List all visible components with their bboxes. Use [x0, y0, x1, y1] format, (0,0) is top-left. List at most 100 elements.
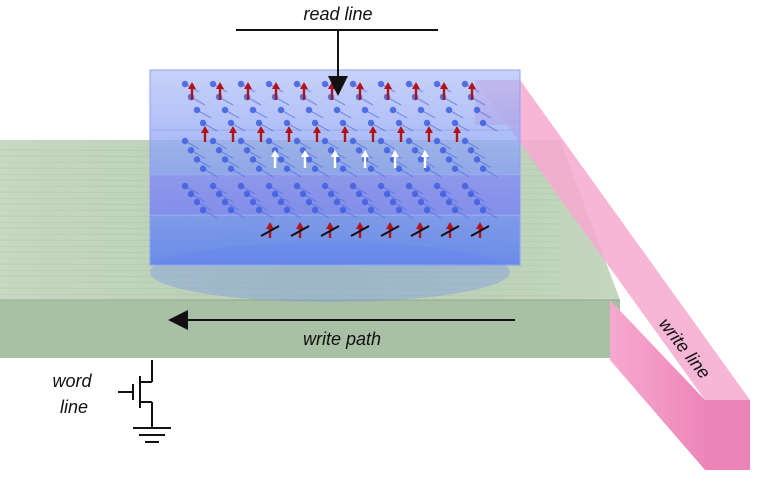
lattice-atom [215, 147, 223, 154]
lattice-atom [249, 198, 257, 206]
spin-bottom-red-head [386, 222, 394, 229]
lattice-atom [361, 106, 369, 114]
spin-tilt-black [350, 225, 370, 237]
lattice-atom [467, 147, 475, 154]
lattice-atom [237, 182, 245, 190]
lattice-atom [293, 137, 301, 145]
ground-icon [133, 427, 171, 443]
lattice-atom [305, 198, 313, 206]
lattice-atom [367, 165, 375, 172]
lattice-atom [395, 119, 403, 127]
lattice-atom [249, 156, 257, 163]
spin-up-red-head [313, 126, 321, 133]
lattice-atom [405, 80, 413, 88]
lattice-atom [333, 198, 341, 206]
texture-streak [0, 299, 561, 303]
lattice-atom [367, 119, 375, 127]
lattice-atom [461, 182, 469, 190]
lattice-atom [311, 119, 319, 127]
lattice-atom [265, 182, 273, 190]
spin-up-red-head [188, 82, 196, 89]
lattice-atom [383, 190, 391, 198]
lattice-atom [193, 106, 201, 114]
lattice-atom [417, 156, 425, 163]
lattice-atom [479, 206, 487, 214]
spin-white-head [331, 150, 339, 157]
spin-up-red-head [285, 126, 293, 133]
lattice-atom [255, 206, 263, 214]
lattice-atom [293, 182, 301, 190]
spin-up-red-head [341, 126, 349, 133]
lattice-atom [215, 190, 223, 198]
lattice-atom [305, 156, 313, 163]
lattice-atom [451, 206, 459, 214]
lattice-atom [433, 137, 441, 145]
spin-white-head [301, 150, 309, 157]
lattice-atom [193, 198, 201, 206]
lattice-atom [227, 165, 235, 172]
lattice-atom [283, 119, 291, 127]
lattice-atom [339, 165, 347, 172]
lattice-atom [423, 206, 431, 214]
lattice-atom [461, 137, 469, 145]
lattice-atom [243, 190, 251, 198]
lattice-atom [311, 206, 319, 214]
spin-up-red-head [440, 82, 448, 89]
spin-up-red-head [300, 82, 308, 89]
spin-bottom-red-head [356, 222, 364, 229]
spin-up-red-head [229, 126, 237, 133]
spin-up-red-head [412, 82, 420, 89]
lattice-atom [367, 206, 375, 214]
lattice-atom [417, 106, 425, 114]
spin-bottom-red-head [266, 222, 274, 229]
spin-up-red-head [356, 82, 364, 89]
lattice-atom [405, 182, 413, 190]
spin-tilt-black [260, 225, 280, 237]
lattice-atom [377, 137, 385, 145]
lattice-atom [349, 182, 357, 190]
lattice-atom [293, 80, 301, 88]
spin-arrows [188, 82, 490, 238]
lattice-atom [461, 80, 469, 88]
spin-up-red-head [369, 126, 377, 133]
lattice-atom [327, 147, 335, 154]
lattice-atom [237, 137, 245, 145]
atom-lattice [181, 80, 498, 219]
lattice-atom [445, 198, 453, 206]
spin-tilt-black [380, 225, 400, 237]
lattice-atom [227, 119, 235, 127]
lattice-atom [181, 182, 189, 190]
spin-up-red-head [425, 126, 433, 133]
lattice-atom [439, 147, 447, 154]
lattice-atom [243, 147, 251, 154]
spin-bottom-red-head [326, 222, 334, 229]
lattice-atom [451, 165, 459, 172]
lattice-atom [439, 190, 447, 198]
spin-white-head [271, 150, 279, 157]
lattice-atom [321, 137, 329, 145]
lattice-atom [473, 198, 481, 206]
lattice-atom [209, 80, 217, 88]
lattice-atom [355, 147, 363, 154]
lattice-atom [451, 119, 459, 127]
lattice-atom [255, 119, 263, 127]
texture-streak [0, 269, 561, 273]
lattice-atom [361, 198, 369, 206]
lattice-atom [395, 206, 403, 214]
lattice-atom [299, 190, 307, 198]
lattice-atom [321, 182, 329, 190]
word-line-transistor [118, 360, 153, 428]
lattice-atom [349, 80, 357, 88]
lattice-atom [417, 198, 425, 206]
spin-tilt-black [320, 225, 340, 237]
lattice-atom [199, 206, 207, 214]
read-line-label: read line [303, 4, 372, 24]
lattice-atom [321, 80, 329, 88]
lattice-atom [377, 182, 385, 190]
spin-up-red-head [468, 82, 476, 89]
lattice-atom [423, 119, 431, 127]
lattice-atom [181, 137, 189, 145]
texture-streak [0, 287, 561, 291]
read-line [236, 29, 438, 96]
